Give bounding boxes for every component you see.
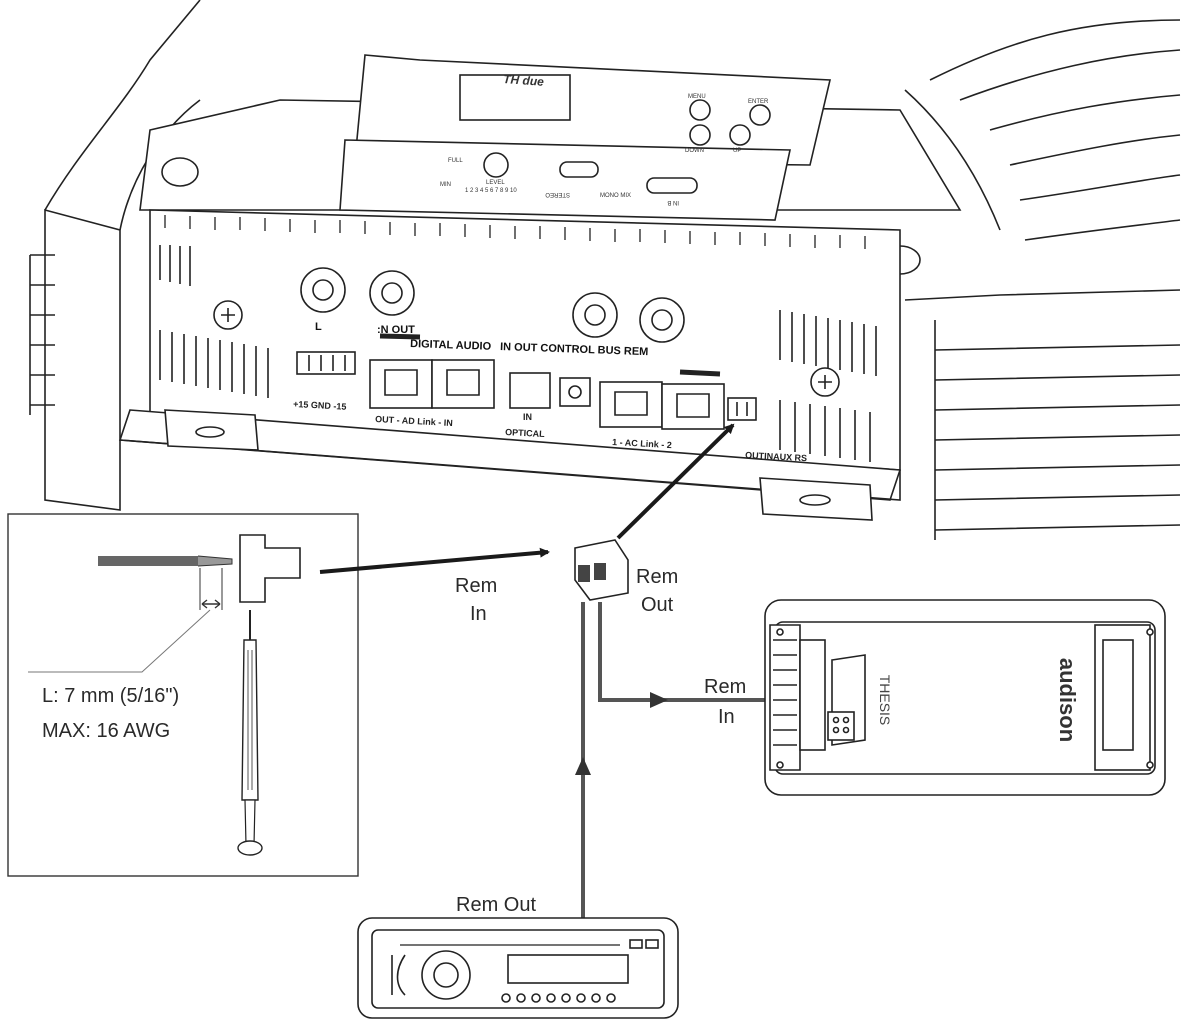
left-fins <box>29 254 55 415</box>
head-unit <box>357 917 679 1019</box>
terminal-plug <box>239 534 301 603</box>
level-scale-label: 1 2 3 4 5 6 7 8 9 10 <box>465 188 517 194</box>
audison-brand-label: audison <box>1055 658 1080 742</box>
level-min-label: MIN <box>440 182 451 188</box>
bus-label: DIGITAL AUDIO <box>410 338 492 353</box>
rem-in-label-1: Rem <box>455 575 497 597</box>
screw-right <box>810 367 840 397</box>
amp-rem-arrowhead <box>650 692 668 708</box>
rem-connector-block <box>574 539 629 601</box>
right-fins <box>904 289 1181 540</box>
preset-buttons <box>501 993 616 1003</box>
optical-in-port[interactable] <box>509 372 551 409</box>
wiring-lines <box>319 423 770 918</box>
rem-in-arrow <box>319 547 550 574</box>
top-vent-slots <box>164 215 866 249</box>
amp-rem-in-label-1: Rem <box>704 676 746 698</box>
optical-label: OPTICAL <box>505 427 545 439</box>
max-gauge-label: MAX: 16 AWG <box>42 720 170 742</box>
screw-left <box>213 300 243 330</box>
in-l-label: L <box>315 321 322 333</box>
enter-button[interactable] <box>749 104 771 126</box>
ad-link-in-port[interactable] <box>431 359 495 409</box>
menu-button[interactable] <box>689 99 711 121</box>
amp-rem-wire <box>598 602 770 702</box>
power-terminal[interactable] <box>296 351 356 375</box>
rem-in-label-2: In <box>470 603 487 625</box>
wire <box>98 556 198 566</box>
rem-out-label-2: Out <box>641 594 674 616</box>
rem-port[interactable] <box>727 397 757 421</box>
in-b-label: IN B <box>667 199 679 205</box>
rem-out-arrow <box>616 423 735 540</box>
down-button[interactable] <box>689 124 711 146</box>
aux-jack[interactable] <box>559 377 591 407</box>
right-vent <box>779 310 877 462</box>
menu-label: MENU <box>688 94 706 100</box>
rca-connectors[interactable] <box>300 267 685 343</box>
thesis-series-label: THESIS <box>877 675 893 726</box>
left-vent <box>159 245 269 398</box>
level-full-label: FULL <box>448 158 463 164</box>
ac-link-1-port[interactable] <box>599 381 663 428</box>
aclink-labels: 1 - AC Link - 2 <box>612 437 672 450</box>
up-label: UP <box>733 148 741 154</box>
rem-out-label-1: Rem <box>636 566 678 588</box>
bus-label-2: IN OUT CONTROL BUS REM <box>500 341 649 358</box>
screwdriver <box>241 639 259 801</box>
thesis-amplifier <box>764 599 1166 796</box>
head-unit-rem-out-label: Rem Out <box>456 894 536 916</box>
amp-rem-in-label-2: In <box>718 706 735 728</box>
strip-length-label: L: 7 mm (5/16") <box>42 685 179 707</box>
rem-port-label: OUTINAUX RS <box>745 450 807 463</box>
stereo-mono-switch[interactable] <box>559 161 599 178</box>
model-label: TH due <box>503 72 545 89</box>
wire-strip-inset <box>7 513 359 877</box>
up-button[interactable] <box>729 124 751 146</box>
in-b-switch[interactable] <box>646 177 698 194</box>
enter-label: ENTER <box>748 99 769 105</box>
adlink-labels: OUT - AD Link - IN <box>375 414 453 428</box>
head-unit-arrowhead <box>575 757 591 775</box>
lcd-display <box>459 74 571 121</box>
ac-link-2-port[interactable] <box>661 383 725 430</box>
level-label: LEVEL <box>486 180 505 186</box>
level-knob[interactable] <box>483 152 509 178</box>
th-due-processor <box>29 0 1181 540</box>
down-label: DOWN <box>685 148 704 154</box>
in-out-label: :N OUT <box>377 324 415 336</box>
stereo-label: STEREO <box>545 191 570 197</box>
optical-in-label: IN <box>523 412 532 422</box>
power-labels: +15 GND -15 <box>293 399 347 412</box>
ad-link-out-port[interactable] <box>369 359 433 409</box>
mono-mix-label: MONO MIX <box>600 193 631 199</box>
